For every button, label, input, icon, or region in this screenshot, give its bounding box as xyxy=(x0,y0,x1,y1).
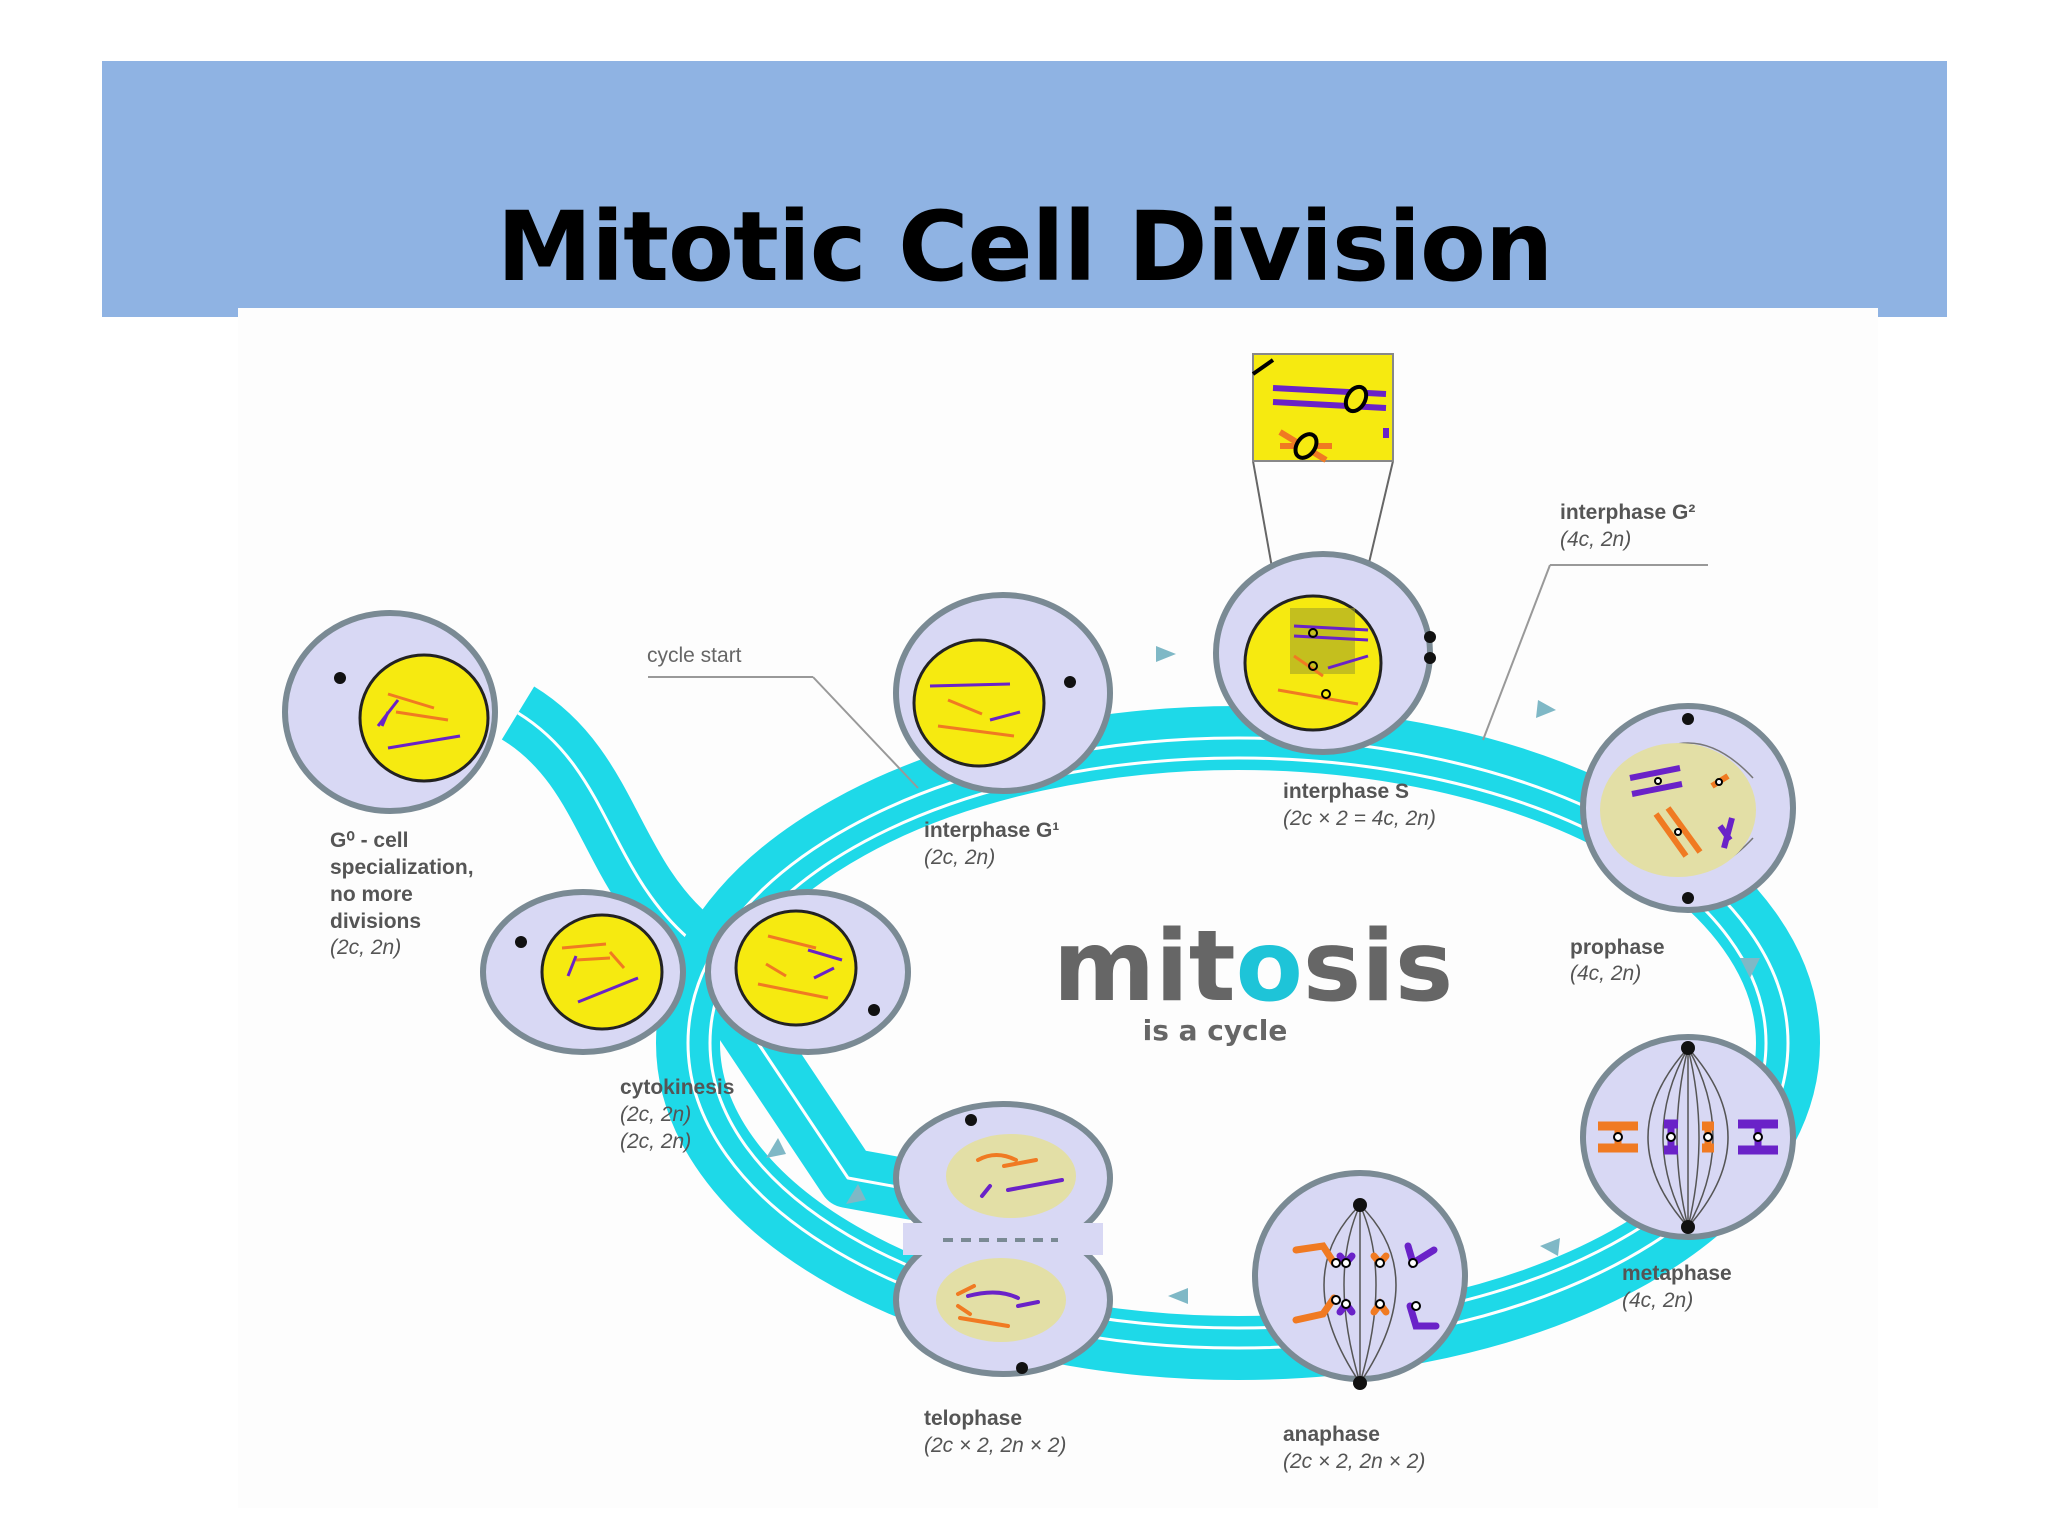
cycle-arrows xyxy=(766,646,1760,1304)
center-title-accent: o xyxy=(1236,910,1303,1024)
s-formula: (2c × 2 = 4c, 2n) xyxy=(1283,807,1436,830)
metaphase-formula: (4c, 2n) xyxy=(1622,1289,1693,1312)
telophase-cell xyxy=(893,1101,1113,1377)
arrow-down-icon xyxy=(1740,958,1760,978)
telophase-label: telophase xyxy=(924,1407,1022,1430)
diagram-panel: cycle start G⁰ - cell specialization, no… xyxy=(238,308,1878,1508)
arrow-left-icon xyxy=(766,1138,786,1158)
g2-formula: (4c, 2n) xyxy=(1560,528,1631,551)
arrow-right-icon xyxy=(1156,646,1176,662)
arrow-left-icon xyxy=(1540,1238,1560,1256)
center-title-part-1: mit xyxy=(1053,910,1236,1024)
g1-formula: (2c, 2n) xyxy=(924,846,995,869)
g0-label-line-3: no more xyxy=(330,883,413,906)
anaphase-formula: (2c × 2, 2n × 2) xyxy=(1283,1450,1425,1473)
prophase-formula: (4c, 2n) xyxy=(1570,962,1641,985)
mitosis-cycle-diagram: cycle start G⁰ - cell specialization, no… xyxy=(282,353,1820,1473)
cycle-start-label: cycle start xyxy=(647,644,742,667)
prophase-cell xyxy=(1580,703,1796,913)
cytokinesis-cell-ring xyxy=(705,889,911,1055)
g0-label-line-1: G⁰ - cell xyxy=(330,829,408,852)
g0-label-line-4: divisions xyxy=(330,910,421,933)
metaphase-label: metaphase xyxy=(1622,1262,1732,1285)
arrow-right-icon xyxy=(1536,700,1556,718)
cytokinesis-formula-2: (2c, 2n) xyxy=(620,1130,691,1153)
center-subtitle: is a cycle xyxy=(1143,1014,1288,1047)
anaphase-label: anaphase xyxy=(1283,1423,1380,1446)
cytokinesis-formula-1: (2c, 2n) xyxy=(620,1103,691,1126)
cycle-ring xyxy=(656,706,1820,1380)
anaphase-cell xyxy=(1252,1170,1468,1390)
g0-formula: (2c, 2n) xyxy=(330,936,401,959)
g2-label: interphase G² xyxy=(1560,501,1695,524)
g1-cell xyxy=(893,592,1113,794)
cytokinesis-label: cytokinesis xyxy=(620,1076,734,1099)
arrow-left-icon xyxy=(1168,1288,1188,1304)
cytokinesis-cell-exit xyxy=(480,889,686,1055)
metaphase-cell xyxy=(1580,1034,1796,1240)
g0-cell xyxy=(282,610,498,814)
center-title: mitosis xyxy=(1053,910,1453,1024)
prophase-label: prophase xyxy=(1570,936,1665,959)
s-phase-cell xyxy=(1213,551,1436,755)
s-label: interphase S xyxy=(1283,780,1409,803)
title-banner xyxy=(102,61,1947,317)
cycle-start-leader xyxy=(812,676,919,789)
g0-label-line-2: specialization, xyxy=(330,856,474,879)
g2-leader xyxy=(1482,564,1551,741)
center-title-part-2: sis xyxy=(1303,910,1453,1024)
arrow-left-icon xyxy=(846,1184,866,1204)
g1-label: interphase G¹ xyxy=(924,819,1059,842)
slide-title: Mitotic Cell Division xyxy=(496,191,1554,303)
telophase-formula: (2c × 2, 2n × 2) xyxy=(924,1434,1066,1457)
